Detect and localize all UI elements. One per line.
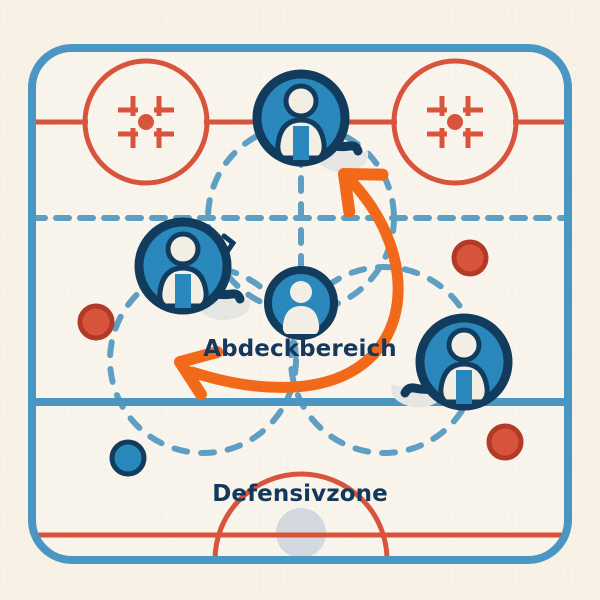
faceoff-hashmarks [427,96,483,148]
double-headed-coverage-arrow [174,168,404,401]
player-head-icon [290,281,312,303]
player-head-icon [165,231,201,267]
stick-tip-mark [221,233,237,255]
player-torso-shade [293,126,309,160]
faceoff-dot [447,114,463,130]
player-body-icon [282,306,320,334]
player-left-wing[interactable] [134,217,251,321]
player-top-center[interactable] [252,69,369,173]
top-right-faceoff-circle [337,58,568,186]
defensive-zone-label: Defensivzone [212,481,388,507]
goal-crease-arc [212,471,390,560]
puck-blue-left [109,439,147,477]
rink-border [28,44,572,564]
arrow-curve [186,176,404,393]
player-head-icon [283,83,319,119]
puck-red-left [77,303,115,341]
faceoff-hashmarks [118,96,174,148]
puck-red-top-right [451,239,489,277]
player-center-small[interactable] [264,266,338,340]
arrowhead-upper [338,168,389,218]
player-torso-shade [175,274,191,308]
player-torso-shade [456,370,472,404]
top-left-faceoff-circle [32,58,264,186]
puck-red-bottom-right [486,423,524,461]
arrowhead-lower [174,346,224,401]
coverage-area-label: Abdeckbereich [203,336,397,362]
player-head-icon [446,327,482,363]
player-right-wing[interactable] [391,313,513,411]
faceoff-dot [138,114,154,130]
